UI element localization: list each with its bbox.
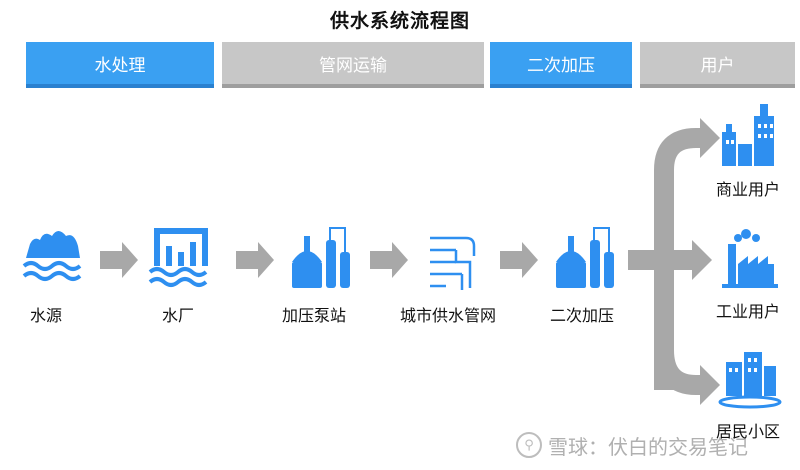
pipe-network-icon — [430, 236, 476, 290]
stage-users: 用户 — [640, 42, 795, 88]
factory-icon — [722, 229, 778, 288]
node-label-pump-station: 加压泵站 — [282, 306, 347, 325]
stage-secondary-pressure: 二次加压 — [490, 42, 632, 88]
water-plant-icon — [148, 228, 208, 287]
flow-arrow — [500, 242, 538, 278]
secondary-pressure-icon — [556, 227, 614, 288]
node-label-water-source: 水源 — [30, 306, 63, 325]
watermark: ⚲ 雪球：伏白的交易笔记 — [516, 430, 748, 460]
snowball-logo-icon: ⚲ — [516, 432, 542, 458]
branch-arrows — [628, 118, 720, 405]
commercial-buildings-icon — [722, 104, 774, 166]
watermark-text: 雪球：伏白的交易笔记 — [548, 434, 748, 459]
water-source-icon — [22, 231, 82, 281]
stage-water-treatment: 水处理 — [26, 42, 214, 88]
user-label-industrial: 工业用户 — [716, 302, 781, 321]
flow-arrow — [100, 242, 138, 278]
stage-pipe-transport: 管网运输 — [222, 42, 484, 88]
node-label-water-plant: 水厂 — [162, 306, 195, 325]
diagram-title: 供水系统流程图 — [329, 10, 470, 32]
flow-arrows — [100, 242, 538, 278]
node-label-pipe-network: 城市供水管网 — [400, 306, 497, 325]
residential-icon — [718, 352, 782, 409]
flow-arrow — [370, 242, 408, 278]
pump-station-icon — [292, 227, 350, 288]
user-label-residential: 居民小区 — [716, 422, 781, 441]
user-label-commercial: 商业用户 — [716, 180, 781, 199]
flow-arrow — [236, 242, 274, 278]
node-label-secondary-pressure: 二次加压 — [550, 306, 615, 325]
